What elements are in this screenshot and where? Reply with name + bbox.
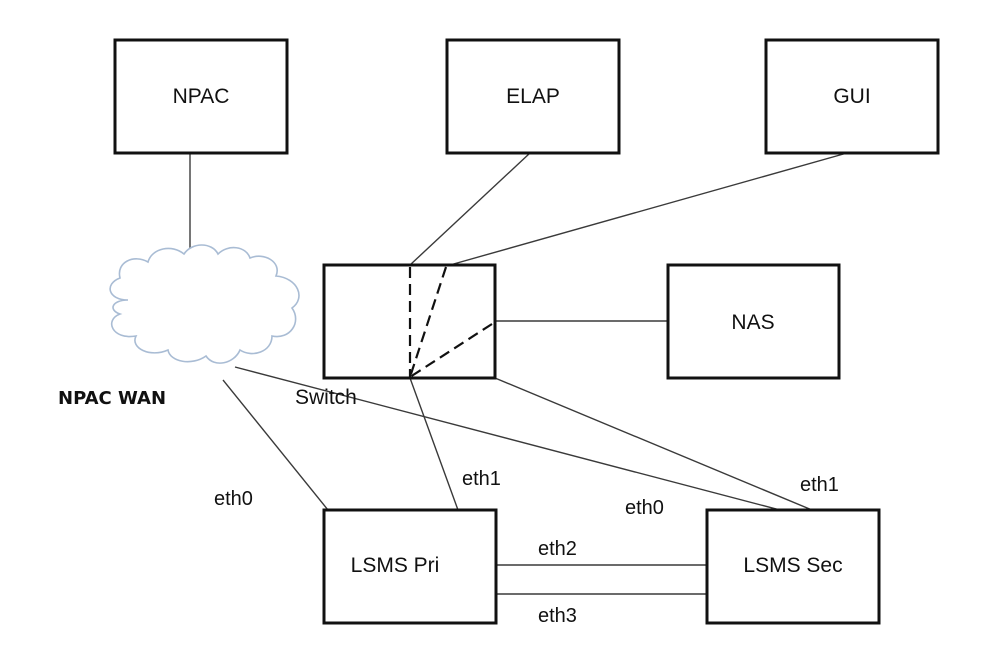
lsms-sec-label: LSMS Sec — [743, 554, 842, 577]
link-switch-pri-eth1 — [409, 377, 459, 511]
link-gui-switch — [449, 152, 848, 266]
lsms-sec-node: LSMS Sec — [705, 508, 881, 625]
cloud-icon — [109, 244, 300, 364]
npac-wan-cloud: NPAC WAN — [58, 244, 300, 409]
port-label-sec-eth1: eth1 — [800, 474, 839, 496]
lsms-pri-node: LSMS Pri — [322, 508, 498, 625]
port-label-pri-eth1: eth1 — [462, 468, 501, 490]
lsms-sec-box — [705, 508, 881, 625]
nas-label: NAS — [731, 311, 774, 334]
elap-box — [445, 38, 621, 155]
npac-box — [113, 38, 289, 155]
port-label-sec-eth0: eth0 — [625, 497, 664, 519]
links — [189, 152, 848, 595]
gui-label: GUI — [833, 85, 870, 108]
npac-node: NPAC — [113, 38, 289, 155]
npac-wan-label: NPAC WAN — [58, 388, 166, 409]
elap-node: ELAP — [445, 38, 621, 155]
port-labels: eth0 eth1 eth0 eth1 eth2 eth3 — [214, 468, 839, 627]
nas-node: NAS — [666, 263, 841, 380]
link-switch-sec-eth1 — [494, 377, 813, 511]
elap-label: ELAP — [506, 85, 560, 108]
switch-internal-path — [408, 266, 448, 378]
lsms-pri-box — [322, 508, 498, 625]
lsms-pri-label: LSMS Pri — [351, 554, 440, 577]
switch-node: Switch — [295, 263, 497, 409]
port-label-pri-eth0: eth0 — [214, 488, 253, 510]
npac-label: NPAC — [173, 85, 230, 108]
nas-box — [666, 263, 841, 380]
port-label-eth3: eth3 — [538, 605, 577, 627]
gui-box — [764, 38, 940, 155]
port-label-eth2: eth2 — [538, 538, 577, 560]
gui-node: GUI — [764, 38, 940, 155]
link-elap-switch — [409, 152, 531, 266]
link-wan-sec-eth0 — [234, 366, 781, 511]
switch-label: Switch — [295, 386, 357, 409]
link-wan-pri-eth0 — [222, 379, 329, 511]
